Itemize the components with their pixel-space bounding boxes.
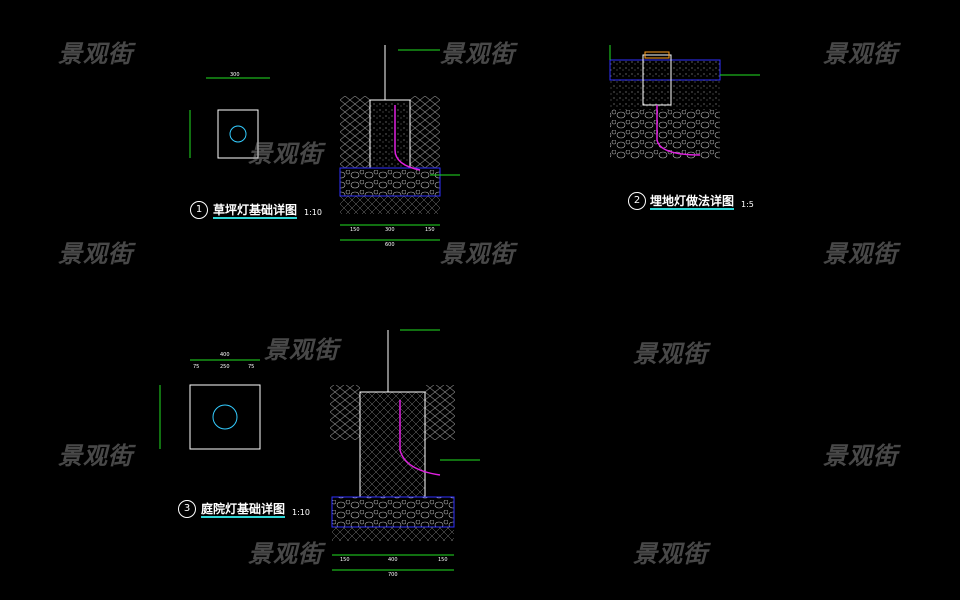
detail-1-scale: 1:10 [304,208,322,217]
watermark: 景观街 [248,540,323,568]
d3-dim-2: 150 [438,557,448,563]
watermark: 景观街 [633,540,708,568]
watermark: 景观街 [58,240,133,268]
d3-dim-total: 700 [388,572,398,578]
d3-plan-dim-a: 75 [193,364,199,370]
detail-3-number: 3 [178,500,196,518]
watermark: 景观街 [823,240,898,268]
d3-plan-dim-c: 75 [248,364,254,370]
detail-1-number: 1 [190,201,208,219]
detail-2-number: 2 [628,192,646,210]
d1-dim-0: 150 [350,227,360,233]
d3-dim-0: 150 [340,557,350,563]
watermark: 景观街 [440,40,515,68]
detail-1-section [339,45,460,241]
detail-3-section [330,329,480,571]
d1-dim-total: 600 [385,242,395,248]
detail-2-section [609,45,760,160]
watermark: 景观街 [58,40,133,68]
d3-plan-dim-b: 250 [220,364,230,370]
detail-2-scale: 1:5 [741,200,754,209]
detail-3-title: 庭院灯基础详图 [201,502,286,518]
detail-3-plan [159,359,261,450]
d1-plan-dim: 300 [230,72,240,78]
watermark: 景观街 [58,442,133,470]
d1-dim-1: 300 [385,227,395,233]
d1-dim-2: 150 [425,227,435,233]
detail-3-scale: 1:10 [292,508,310,517]
watermark: 景观街 [823,40,898,68]
watermark: 景观街 [264,336,339,364]
detail-1-title: 草坪灯基础详图 [213,203,298,219]
d3-dim-1: 400 [388,557,398,563]
watermark: 景观街 [633,340,708,368]
watermark: 景观街 [440,240,515,268]
d3-plan-dim: 400 [220,352,230,358]
detail-1-plan [189,77,270,159]
detail-2-title: 埋地灯做法详图 [650,194,735,210]
watermark: 景观街 [248,140,323,168]
watermark: 景观街 [823,442,898,470]
